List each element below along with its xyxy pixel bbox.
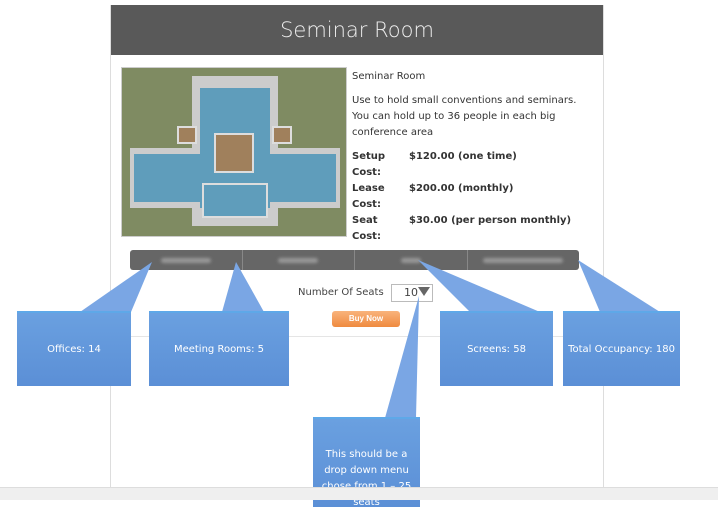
divider — [111, 336, 603, 337]
pointer-meeting-rooms — [222, 262, 264, 312]
tab-screens[interactable] — [355, 250, 468, 270]
pointer-dropdown — [385, 296, 419, 418]
cost-value: $30.00 (per person monthly) — [409, 215, 572, 226]
seat-cost: Seat Cost: $30.00 (per person monthly) — [352, 213, 592, 245]
seats-value: 10 — [404, 286, 418, 299]
setup-cost: Setup Cost: $120.00 (one time) — [352, 149, 592, 181]
cost-label: Lease Cost: — [352, 183, 385, 210]
buy-now-button[interactable]: Buy Now — [332, 311, 400, 327]
pointer-screens — [418, 260, 540, 312]
pointer-offices — [80, 262, 152, 312]
callout-pointers — [80, 260, 660, 418]
floor-plan-image — [121, 67, 347, 237]
cost-value: $120.00 (one time) — [409, 151, 517, 162]
room-name: Seminar Room — [352, 71, 426, 82]
arrow-down-icon — [418, 287, 430, 296]
room-description: Use to hold small conventions and semina… — [352, 95, 577, 138]
seats-select[interactable]: 10 — [391, 284, 433, 302]
room-details: Seminar Room Use to hold small conventio… — [352, 69, 592, 245]
bottom-bar — [0, 487, 718, 500]
tab-total-occupancy[interactable] — [468, 250, 580, 270]
page-title: Seminar Room — [111, 5, 603, 55]
stats-bar — [130, 250, 579, 270]
room-panel: Seminar Room Seminar Room Use to hold sm… — [110, 5, 604, 487]
lease-cost: Lease Cost: $200.00 (monthly) — [352, 181, 592, 213]
cost-value: $200.00 (monthly) — [409, 183, 514, 194]
callout-screens: Screens: 58 — [440, 311, 553, 386]
tab-meeting-rooms[interactable] — [243, 250, 355, 270]
tab-offices[interactable] — [130, 250, 243, 270]
callout-total-occupancy: Total Occupancy: 180 — [563, 311, 680, 386]
pointer-total-occupancy — [578, 260, 660, 312]
seats-label: Number Of Seats — [298, 287, 384, 298]
cost-label: Seat Cost: — [352, 215, 381, 242]
callout-offices: Offices: 14 — [17, 311, 131, 386]
callout-meeting-rooms: Meeting Rooms: 5 — [149, 311, 289, 386]
cost-label: Setup Cost: — [352, 151, 386, 178]
